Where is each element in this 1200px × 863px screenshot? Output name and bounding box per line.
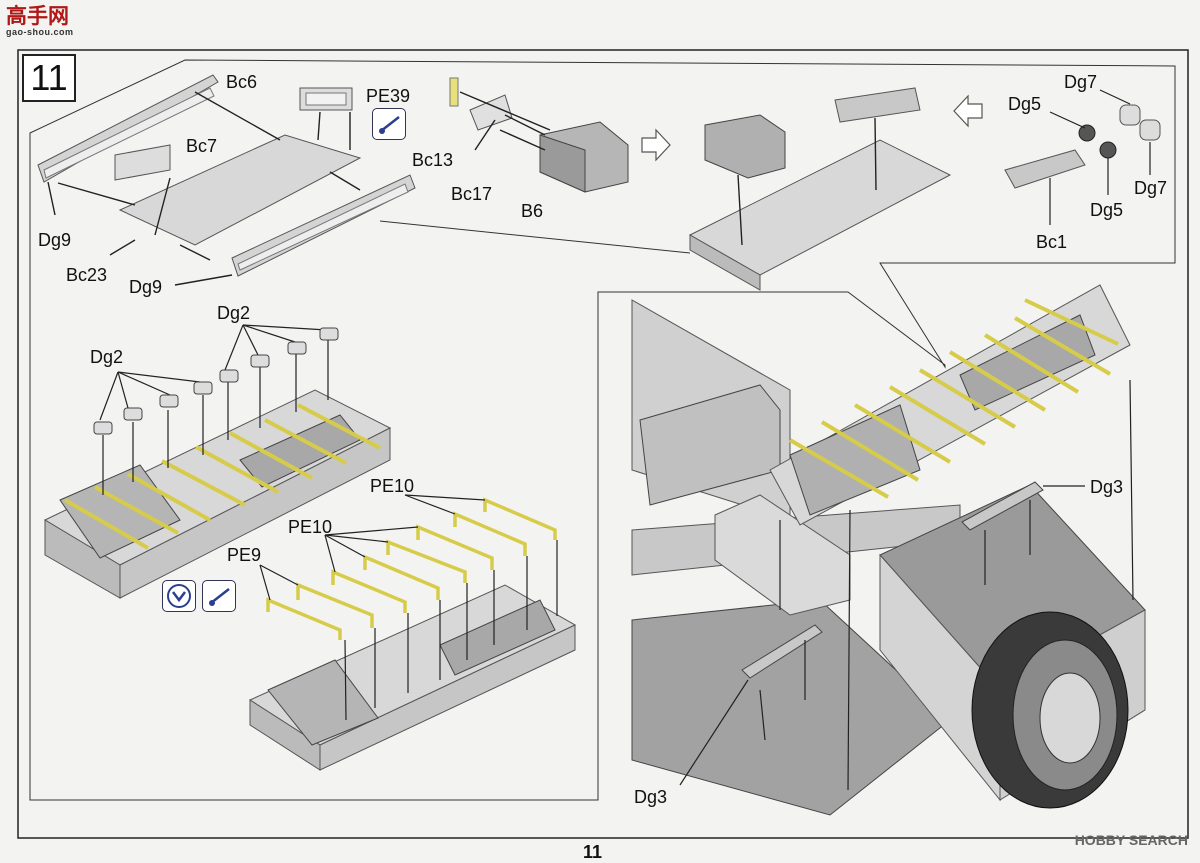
label-dg7-top: Dg7 — [1064, 72, 1098, 92]
watermark: HOBBY SEARCH — [1074, 832, 1188, 848]
tray-with-pe-frames — [248, 494, 577, 771]
label-dg2-upper: Dg2 — [217, 303, 251, 323]
label-pe10-right: PE10 — [370, 476, 415, 496]
tray-assembly-top-left — [37, 74, 416, 286]
label-bc7: Bc7 — [186, 136, 218, 156]
site-logo-url: gao-shou.com — [6, 27, 74, 37]
label-bc23: Bc23 — [66, 265, 108, 285]
tray-with-straps-left — [43, 324, 392, 599]
glue-symbol-top — [372, 108, 406, 140]
site-logo: 高手网 gao-shou.com — [6, 6, 76, 40]
label-bc13: Bc13 — [412, 150, 454, 170]
label-bc17: Bc17 — [451, 184, 493, 204]
glue-icon — [209, 588, 230, 606]
label-b6: B6 — [521, 201, 544, 221]
vehicle-scene — [631, 284, 1146, 816]
label-pe39: PE39 — [366, 86, 411, 106]
label-pe9: PE9 — [227, 545, 262, 565]
step-number-box: 11 — [22, 54, 76, 102]
glue-icon — [379, 116, 400, 134]
cylinder-assembly-top-right — [1004, 89, 1161, 225]
down-arrow-icon — [167, 584, 191, 608]
label-dg2-left: Dg2 — [90, 347, 124, 367]
label-dg9-bottom: Dg9 — [129, 277, 163, 297]
direction-arrows — [641, 94, 983, 162]
label-pe10-left: PE10 — [288, 517, 333, 537]
label-bc1: Bc1 — [1036, 232, 1068, 252]
label-bc6: Bc6 — [226, 72, 258, 92]
callout-link-line — [379, 220, 691, 254]
label-dg5-bottom: Dg5 — [1090, 200, 1124, 220]
attach-symbol — [162, 580, 196, 612]
label-dg3-bottom: Dg3 — [634, 787, 668, 807]
site-logo-text: 高手网 — [6, 4, 69, 28]
label-dg5-left: Dg5 — [1008, 94, 1042, 114]
battery-box-assembly — [449, 77, 629, 193]
glue-symbol-bottom — [202, 580, 236, 612]
label-dg9-left: Dg9 — [38, 230, 72, 250]
label-dg3-right: Dg3 — [1090, 477, 1124, 497]
rack-assembly-top-middle — [688, 87, 952, 291]
callout-left — [29, 59, 1176, 801]
page-number: 11 — [583, 842, 603, 862]
page-frame — [17, 49, 1189, 839]
label-dg7-right: Dg7 — [1134, 178, 1168, 198]
